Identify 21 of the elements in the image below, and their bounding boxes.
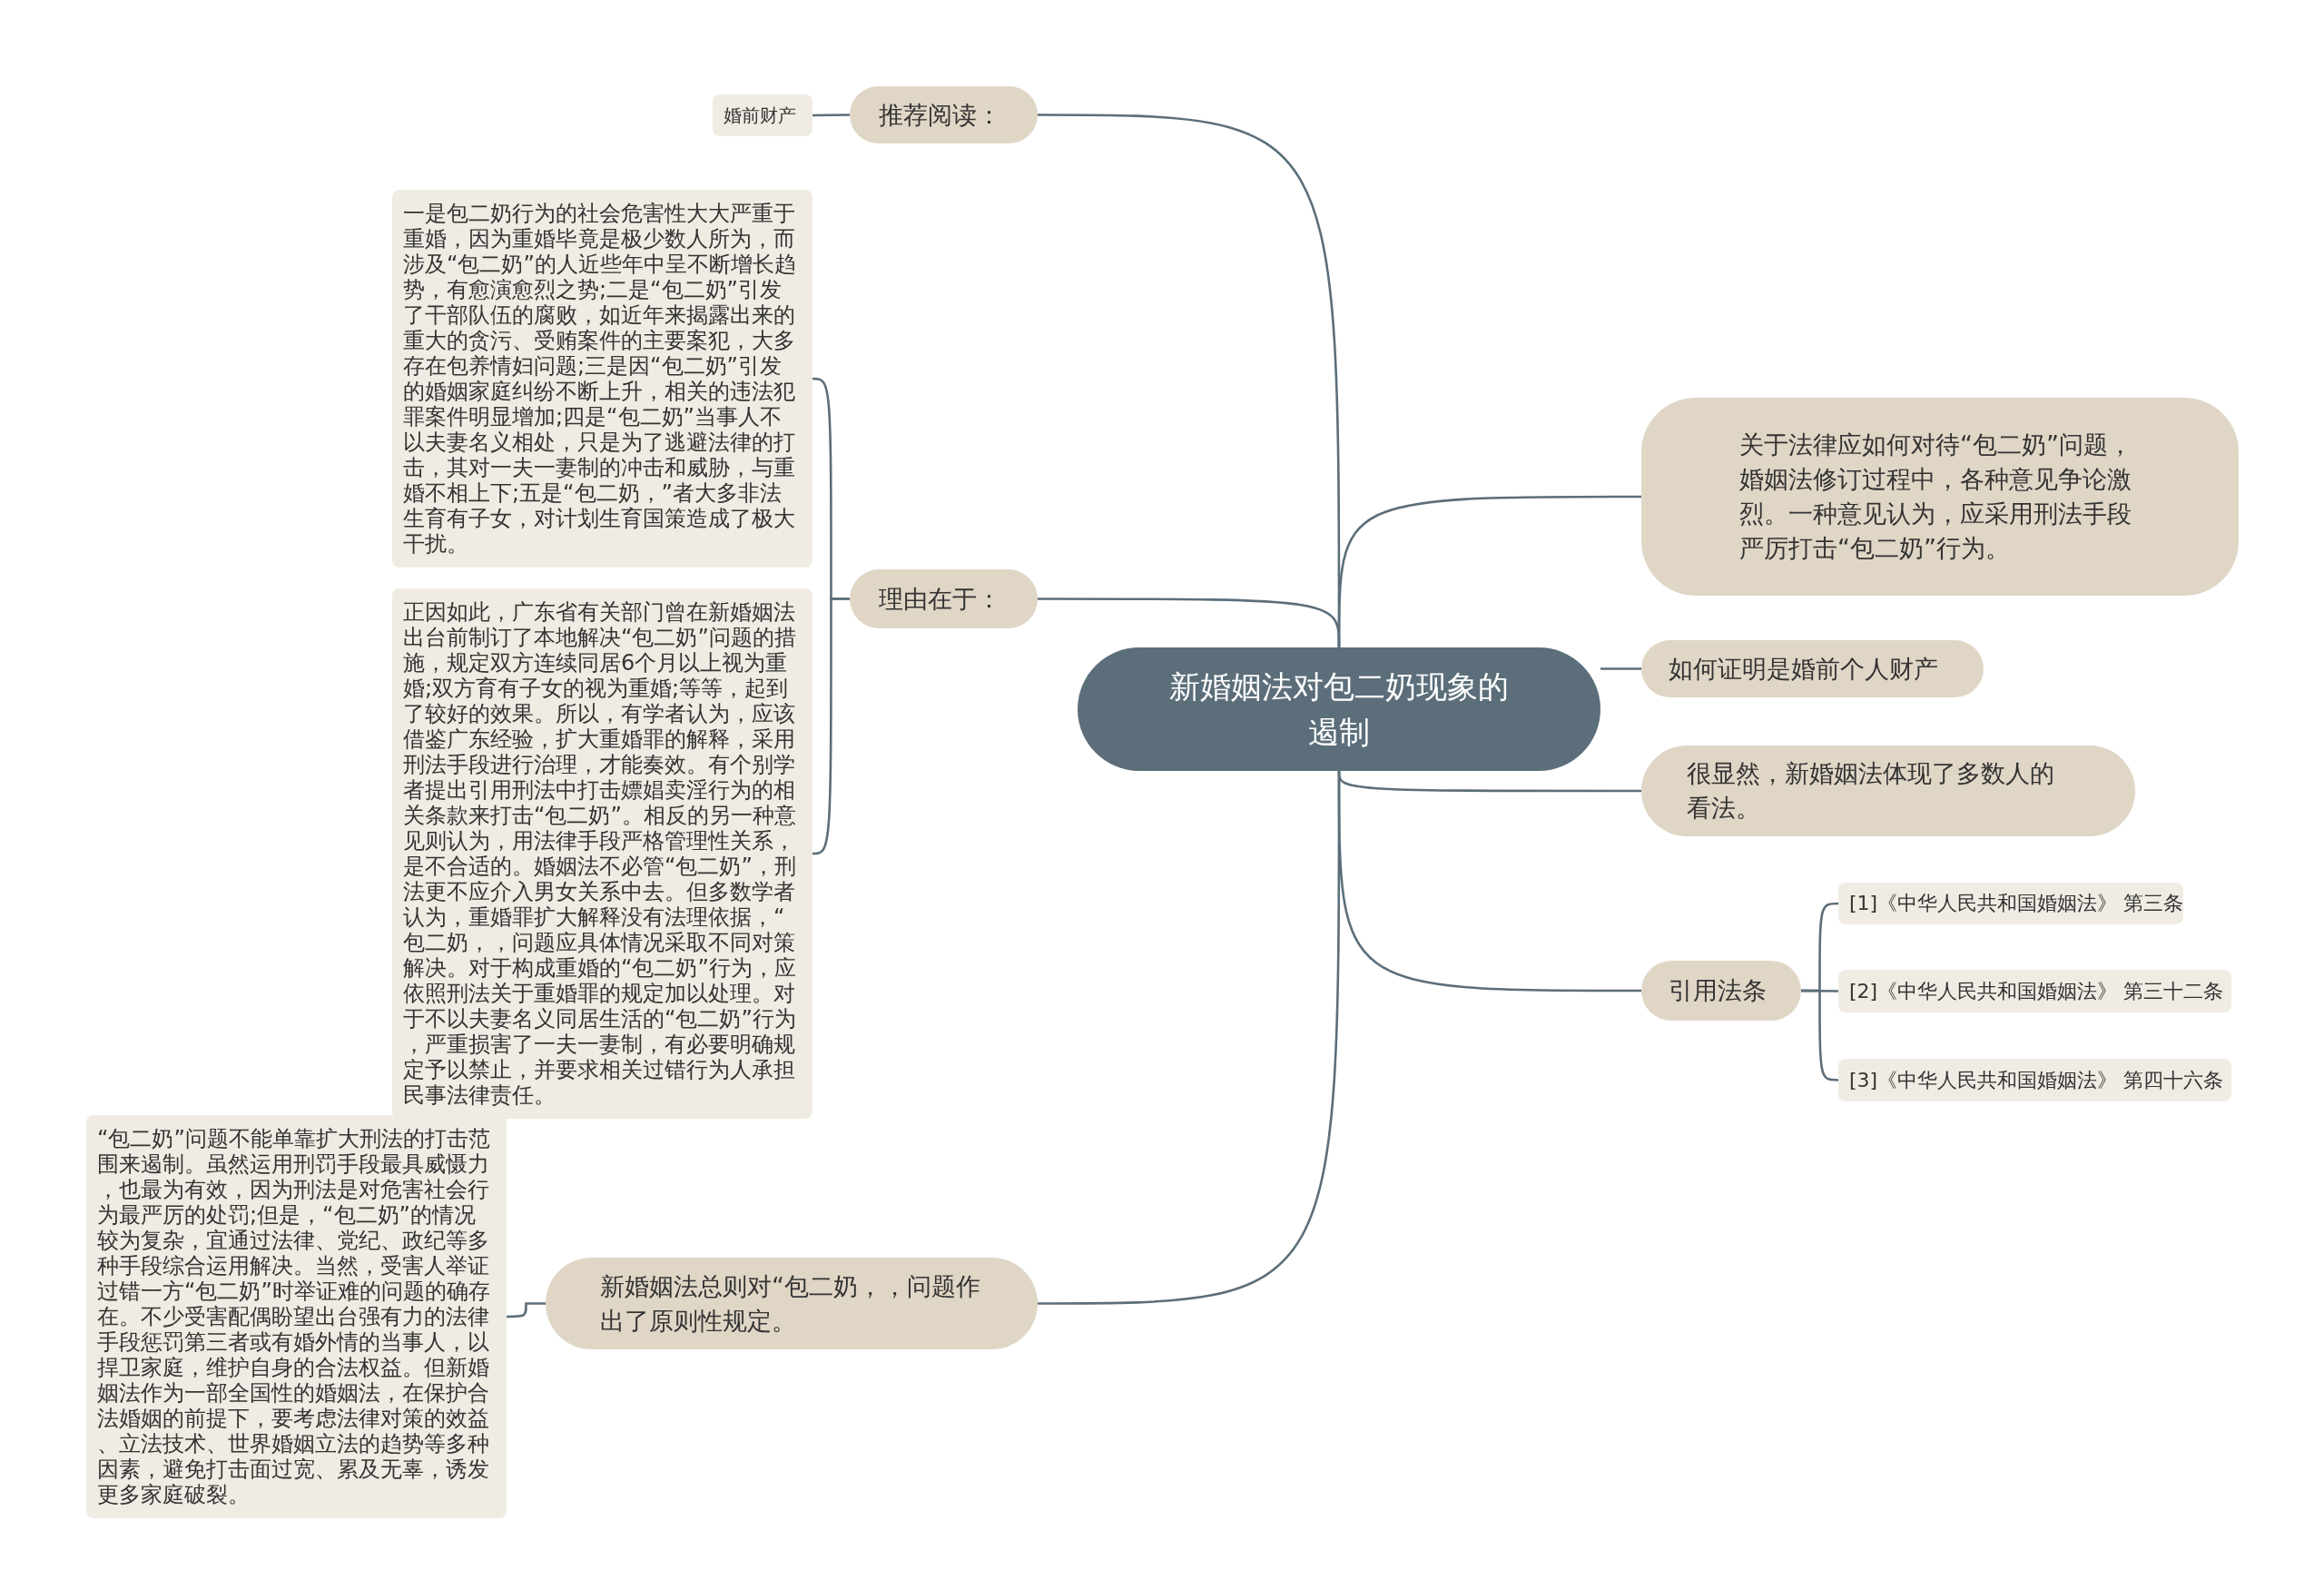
topic-node: 推荐阅读： [850, 86, 1038, 143]
text-card: 一是包二奶行为的社会危害性大大严重于重婚，因为重婚毕竟是极少数人所为，而涉及“包二奶”的人近些年中呈不断增长趋势，有愈演愈烈之势;二是“包二奶”引发了干部队伍的腐败，如近年来揭露出来的重大的贪污、受贿案件的主要案犯，大多存在包养情妇问题;三是因“包二奶”引发的婚姻家庭纠纷不断上升，相关的违法犯罪案件明显增加;四是“包二奶”当事人不以夫妻名义相处，只是为了逃避法律的打击，其对一夫一妻制的冲击和威胁，与重婚不相上下;五是“包二奶，”者大多非法生育有子女，对计划生育国策造成了极大干扰。 [392, 190, 812, 568]
topic-node: 如何证明是婚前个人财产 [1641, 640, 1984, 697]
subtopic-tag: 婚前财产 [713, 94, 812, 136]
topic-node: 关于法律应如何对待“包二奶”问题，婚姻法修订过程中，各种意见争论激烈。一种意见认为，应采用刑法手段严厉打击“包二奶”行为。 [1641, 398, 2239, 596]
connector-line [507, 1302, 546, 1318]
topic-node: 新婚姻法总则对“包二奶，，问题作出了原则性规定。 [546, 1258, 1038, 1349]
topic-node: 理由在于： [850, 569, 1038, 628]
subtopic-tag: [2]《中华人民共和国婚姻法》 第三十二条 [1838, 970, 2231, 1012]
connector-line [812, 114, 850, 117]
topic-node: 引用法条 [1641, 961, 1801, 1021]
subtopic-tag: [3]《中华人民共和国婚姻法》 第四十六条 [1838, 1059, 2231, 1101]
connector-line [1337, 771, 1641, 992]
connector-line [1600, 667, 1641, 670]
connector-line [812, 597, 850, 855]
connector-line [1337, 495, 1641, 647]
text-card: 正因如此，广东省有关部门曾在新婚姻法出台前制订了本地解决“包二奶”问题的措施，规定双方连续同居6个月以上视为重婚;双方育有子女的视为重婚;等等，起到了较好的效果。所以，有学者认为，应该借鉴广东经验，扩大重婚罪的解释，采用刑法手段进行治理，才能奏效。有个别学者提出引用刑法中打击嫖娼卖淫行为的相关条款来打击“包二奶”。相反的另一种意见则认为，用法律手段严格管理性关系，是不合适的。婚姻法不必管“包二奶”，刑法更不应介入男女关系中去。但多数学者认为，重婚罪扩大解释没有法理依据，“包二奶，，问题应具体情况采取不同对策解决。对于构成重婚的“包二奶”行为，应依照刑法关于重婚罪的规定加以处理。对于不以夫妻名义同居生活的“包二奶”行为，严重损害了一夫一妻制，有必要明确规定予以禁止，并要求相关过错行为人承担民事法律责任。 [392, 588, 812, 1119]
subtopic-tag: [1]《中华人民共和国婚姻法》 第三条 [1838, 883, 2183, 924]
topic-node: 很显然，新婚姻法体现了多数人的看法。 [1641, 746, 2135, 836]
central-topic: 新婚姻法对包二奶现象的遏制 [1078, 647, 1600, 771]
text-card: “包二奶”问题不能单靠扩大刑法的打击范围来遏制。虽然运用刑罚手段最具威慑力，也最为有效，因为刑法是对危害社会行为最严厉的处罚;但是，“包二奶”的情况较为复杂，宜通过法律、党纪、政纪等多种手段综合运用解决。当然，受害人举证过错一方“包二奶”时举证难的问题的确存在。不少受害配偶盼望出台强有力的法律手段惩罚第三者或有婚外情的当事人，以捍卫家庭，维护自身的合法权益。但新婚姻法作为一部全国性的婚姻法，在保护合法婚姻的前提下，要考虑法律对策的效益、立法技术、世界婚姻立法的趋势等多种因素，避免打击面过宽、累及无辜，诱发更多家庭破裂。 [86, 1115, 507, 1518]
